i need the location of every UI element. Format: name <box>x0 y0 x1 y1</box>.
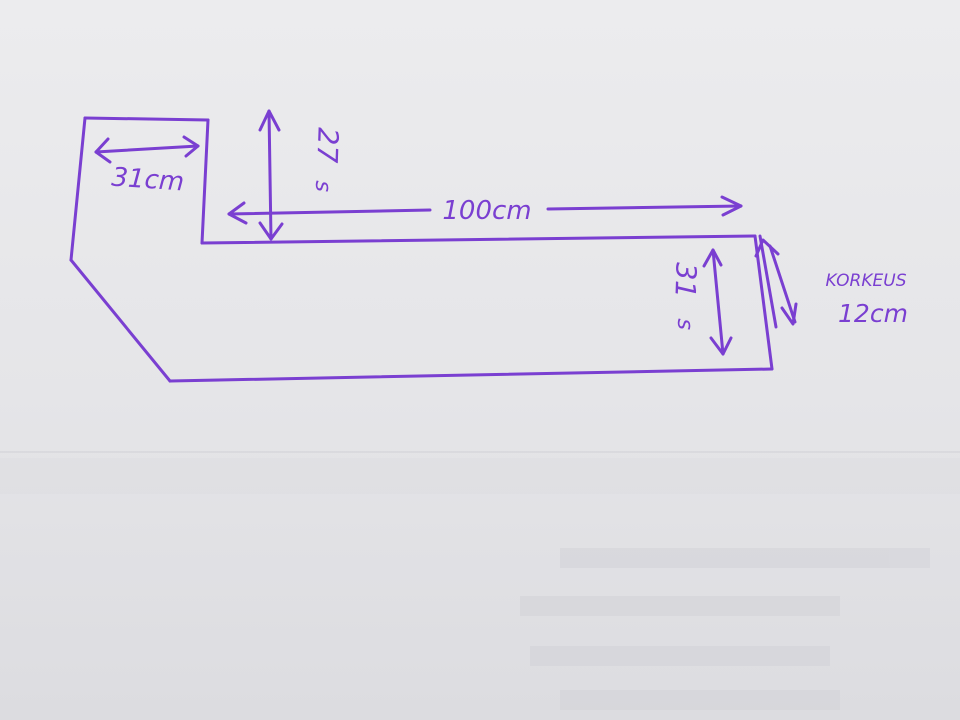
outline-diagonal-corner <box>69 258 172 383</box>
label-corner-height: 12cm <box>838 299 908 328</box>
paper-bleed-through <box>0 451 960 710</box>
label-right-depth: 31 <box>668 262 702 299</box>
outline-bottom-edge <box>168 367 774 383</box>
outline-left-outer-edge <box>69 116 87 262</box>
outline-left-top-edge <box>83 116 210 122</box>
arrow-left-width <box>94 135 200 164</box>
label-right-depth-unit: s <box>672 318 697 330</box>
outline-inner-vertical-edge <box>200 118 210 245</box>
bleed-text-row <box>560 690 840 710</box>
dimension-arrows <box>94 109 798 356</box>
arrow-right-depth <box>702 248 733 356</box>
bleed-text-row <box>560 548 930 568</box>
arrow-left-height <box>258 109 284 241</box>
countertop-outline <box>69 116 774 383</box>
bleed-band <box>0 458 960 494</box>
arrow-top-length <box>227 195 743 225</box>
label-corner-word: KORKEUS <box>825 271 906 291</box>
outline-right-edge <box>753 234 774 371</box>
bleed-text-row <box>520 596 840 616</box>
bleed-text-row <box>530 646 830 666</box>
label-left-height-unit: s <box>310 180 335 192</box>
label-left-height: 27 <box>310 127 344 164</box>
outline-top-long-edge <box>200 234 757 245</box>
label-left-width: 31cm <box>111 162 186 197</box>
label-top-length: 100cm <box>442 196 531 226</box>
arrow-corner-height <box>754 234 798 329</box>
